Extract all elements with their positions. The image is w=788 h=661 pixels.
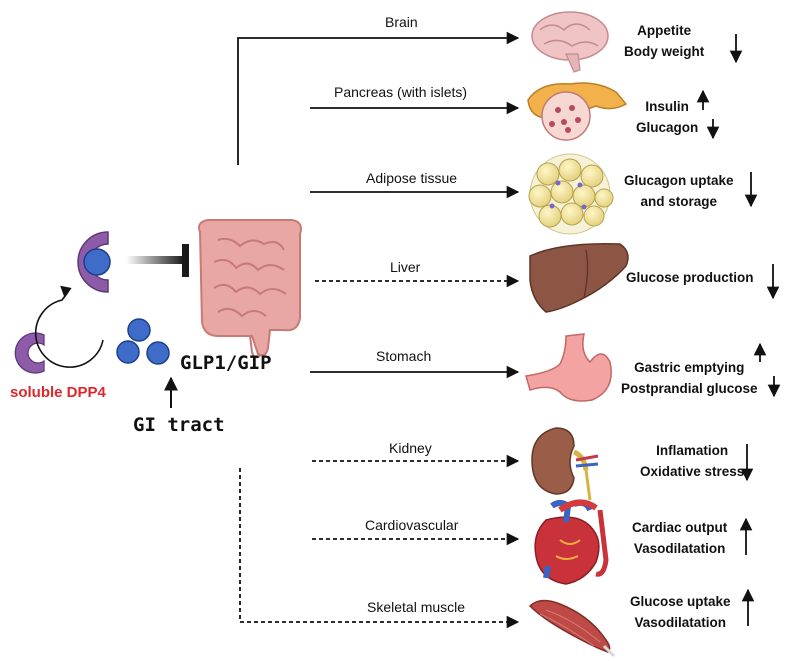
effect-line: Glucagon — [636, 120, 699, 135]
cycle-arrow-icon — [34, 291, 104, 368]
dpp4-cycle — [14, 231, 189, 408]
connector-skeletal-muscle — [239, 468, 520, 629]
target-label-brain: Brain — [385, 14, 418, 30]
effect-line: Appetite — [637, 23, 692, 38]
effect-stomach: Gastric emptying Postprandial glucose — [621, 357, 758, 399]
effect-liver: Glucose production — [626, 267, 754, 288]
dpp4-enzyme-icon — [77, 231, 111, 293]
target-label-adipose: Adipose tissue — [366, 170, 458, 186]
gi-tract-label: GI tract — [133, 414, 225, 436]
liver-icon — [529, 243, 629, 313]
soluble-dpp4-label: soluble DPP4 — [10, 384, 106, 401]
glp1-gip-label: GLP1/GIP — [180, 352, 272, 374]
effect-line: Cardiac output — [632, 520, 728, 535]
effect-line: Glucose uptake — [630, 594, 731, 609]
target-label-stomach: Stomach — [376, 348, 432, 364]
effect-adipose: Glucagon uptake and storage — [624, 170, 734, 212]
effect-brain: Appetite Body weight — [624, 20, 704, 62]
stomach-icon — [525, 333, 612, 402]
target-label-liver: Liver — [390, 259, 421, 275]
target-label-kidney: Kidney — [389, 440, 432, 456]
effect-arrows — [696, 34, 781, 626]
effect-line: Inflamation — [656, 443, 729, 458]
kidney-icon — [531, 427, 599, 501]
connectors — [237, 31, 520, 629]
incretin-molecules-icon — [116, 318, 170, 365]
effect-line: Vasodilatation — [633, 541, 726, 556]
adipose-icon — [528, 153, 614, 235]
brain-icon — [531, 11, 609, 73]
effect-line: Glucagon uptake — [624, 173, 734, 188]
effect-line: and storage — [640, 194, 718, 209]
target-label-cardiovascular: Cardiovascular — [365, 517, 459, 533]
muscle-icon — [528, 599, 616, 658]
intestine-icon — [198, 219, 302, 359]
effect-line: Oxidative stress — [640, 464, 745, 479]
effect-cardiovascular: Cardiac output Vasodilatation — [632, 517, 727, 559]
effect-line: Glucose production — [626, 270, 754, 285]
effect-line: Postprandial glucose — [621, 381, 758, 396]
soluble-dpp4-icon — [14, 332, 45, 374]
pancreas-icon — [527, 82, 628, 141]
target-label-pancreas: Pancreas (with islets) — [334, 84, 468, 100]
effect-kidney: Inflamation Oxidative stress — [640, 440, 744, 482]
heart-icon — [534, 499, 609, 585]
effect-line: Body weight — [624, 44, 705, 59]
effect-line: Gastric emptying — [634, 360, 745, 375]
effect-line: Insulin — [645, 99, 689, 114]
effect-skeletal-muscle: Glucose uptake Vasodilatation — [630, 591, 731, 633]
connector-brain — [237, 31, 520, 165]
inhibition-bar-icon — [126, 256, 184, 264]
target-label-skeletal-muscle: Skeletal muscle — [367, 599, 466, 615]
effect-line: Vasodilatation — [634, 615, 727, 630]
effect-pancreas: Insulin Glucagon — [636, 96, 698, 138]
